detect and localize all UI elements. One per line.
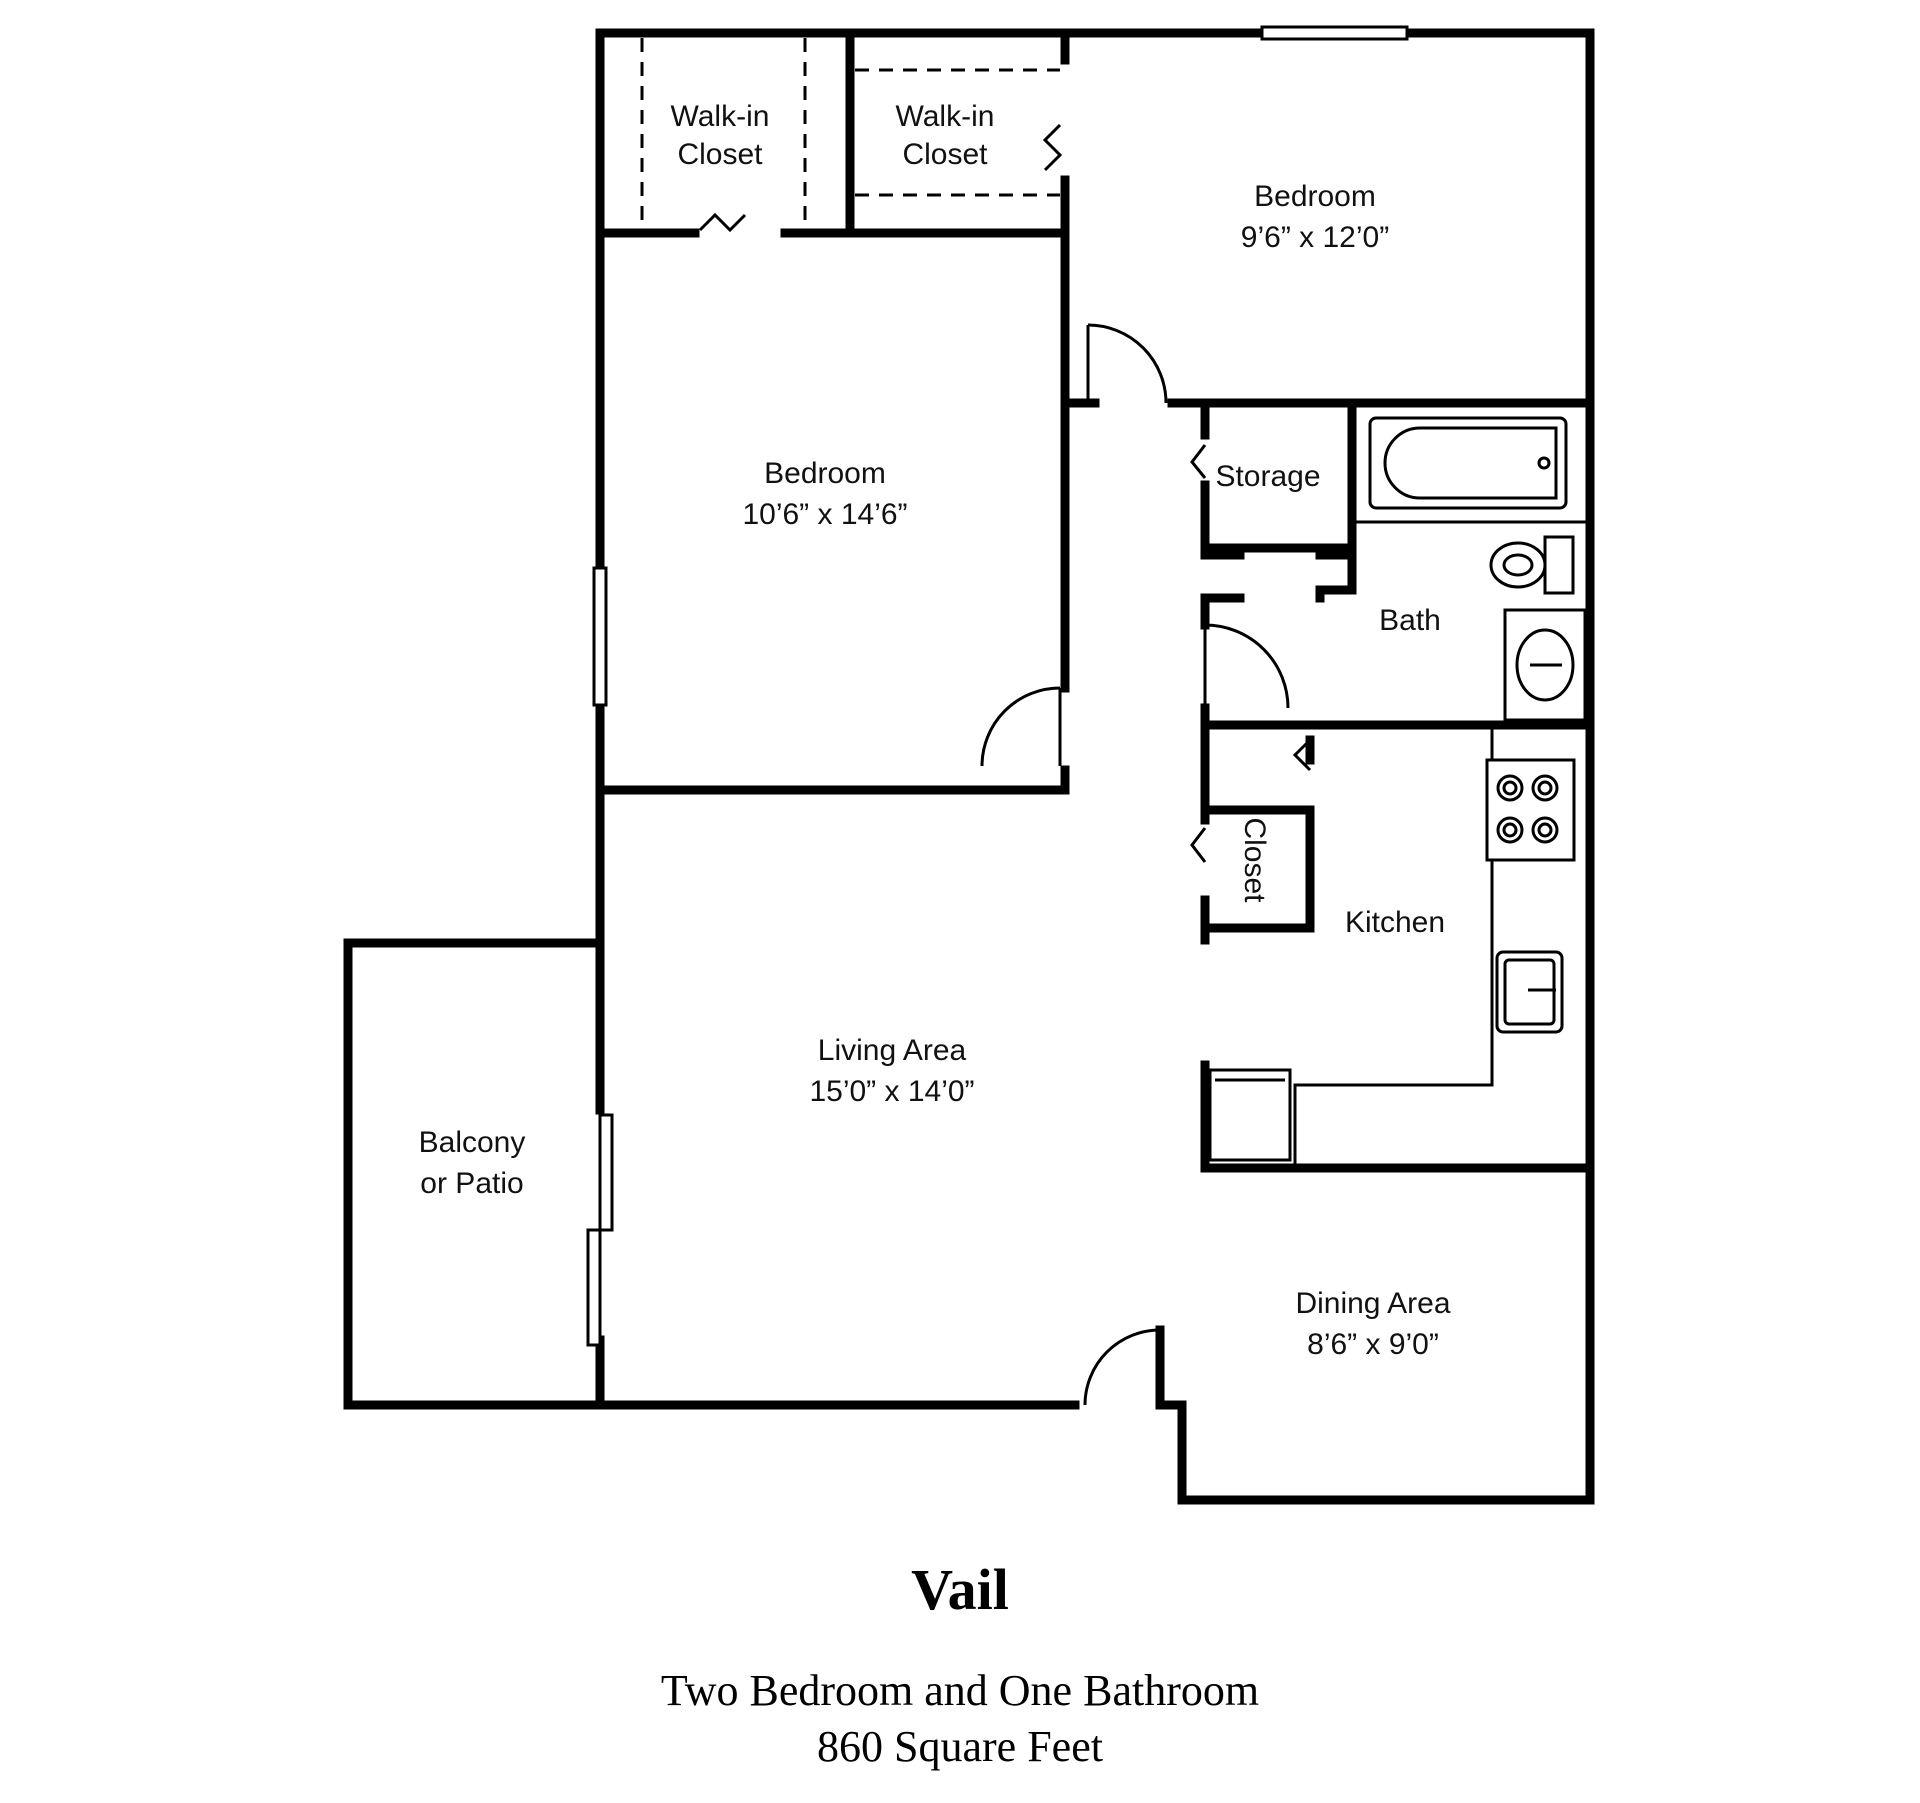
bath-label: Bath <box>1379 604 1441 637</box>
bedroom-1-size: 10’6” x 14’6” <box>742 498 907 531</box>
windows <box>586 25 1409 1347</box>
kitchen-label: Kitchen <box>1345 906 1445 939</box>
walkin-closet-1-label-2: Closet <box>677 138 763 171</box>
floor-plan: Walk-in Closet Walk-in Closet Bedroom 9’… <box>343 25 1595 1505</box>
living-area-name: Living Area <box>818 1034 967 1067</box>
exterior-walls <box>343 28 1595 1505</box>
walkin-closet-2-label: Walk-in <box>896 100 995 133</box>
walkin-closet-2-label-2: Closet <box>902 138 988 171</box>
title-block: Vail Two Bedroom and One Bathroom 860 Sq… <box>0 1555 1920 1775</box>
window-top <box>1260 25 1409 41</box>
closet-label: Closet <box>1238 817 1271 903</box>
window-bedroom-left <box>592 566 608 707</box>
bathtub <box>1368 416 1568 510</box>
closet-shelving <box>640 38 1060 228</box>
sliding-door-balcony-upper <box>598 1113 614 1232</box>
bath-fixtures <box>1352 416 1590 722</box>
kitchen-sink <box>1495 950 1564 1034</box>
toilet-tank <box>1543 535 1575 595</box>
interior-walls <box>595 28 1595 1410</box>
walkin-closet-1-label: Walk-in <box>671 100 770 133</box>
kitchen-fixtures <box>1208 725 1576 1168</box>
bedroom-1-name: Bedroom <box>764 457 886 490</box>
toilet-bowl <box>1489 541 1547 589</box>
plan-subtitle: Two Bedroom and One Bathroom <box>660 1666 1260 1715</box>
balcony-label: Balcony <box>419 1126 526 1159</box>
storage-label: Storage <box>1215 460 1320 493</box>
room-labels: Walk-in Closet Walk-in Closet Bedroom 9’… <box>419 100 1451 1361</box>
dining-area-size: 8’6” x 9’0” <box>1307 1328 1439 1361</box>
stove <box>1485 758 1576 862</box>
balcony-label-2: or Patio <box>420 1167 523 1200</box>
bedroom-2-name: Bedroom <box>1254 180 1376 213</box>
dining-area-name: Dining Area <box>1295 1287 1450 1320</box>
living-area-size: 15’0” x 14’0” <box>809 1075 974 1108</box>
plan-area: 860 Square Feet <box>817 1722 1103 1771</box>
bedroom-2-size: 9’6” x 12’0” <box>1241 221 1389 254</box>
door-swings <box>698 123 1312 1406</box>
plan-title: Vail <box>911 1557 1009 1622</box>
sliding-door-balcony-lower <box>586 1228 602 1347</box>
refrigerator <box>1208 1068 1292 1162</box>
